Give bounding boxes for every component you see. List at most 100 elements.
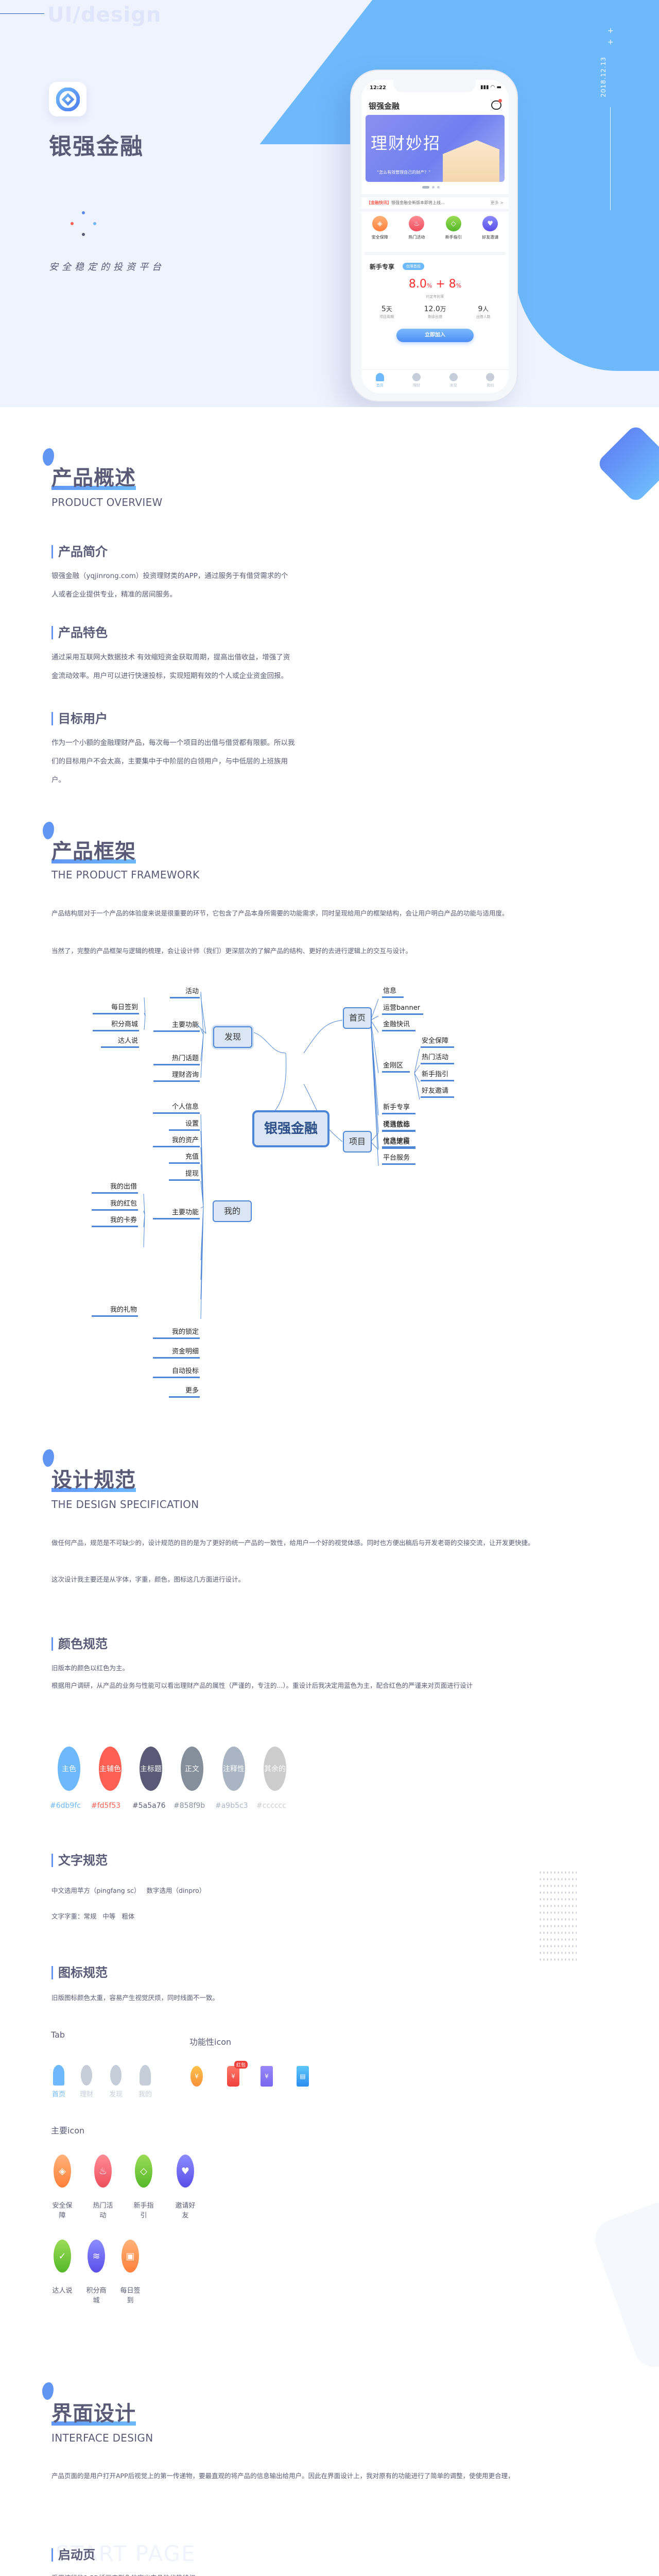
subsection-title-icon: 图标规范 bbox=[51, 1966, 108, 1979]
newbie-stats: 5天项目周期 12.0万剩余出借 9人出借人数 bbox=[365, 304, 506, 319]
banner-illustration bbox=[443, 140, 499, 182]
news-ticker[interactable]: 【金融快讯】银强金融全新版本即将上线... 更多 > bbox=[361, 194, 509, 212]
font-text-1: 中文选用苹方（pingfang sc） 数字选用（dinpro） bbox=[51, 1887, 206, 1894]
coupon-icon: ¥ bbox=[261, 2066, 273, 2087]
subsection-title-font: 文字规范 bbox=[51, 1854, 108, 1867]
news-tag: 【金融快讯】 bbox=[367, 200, 391, 205]
target-text: 作为一个小额的金融理财产品，每次每一个项目的出借与借贷都有限额。所以我们的目标用… bbox=[51, 739, 295, 784]
mindmap-leaf: 个人信息 bbox=[153, 1101, 200, 1114]
mindmap-leaf: 平台服务 bbox=[382, 1152, 415, 1165]
main-icon-checkin: ▣每日签到 bbox=[117, 2240, 143, 2304]
home-icon bbox=[375, 373, 384, 381]
user-icon bbox=[486, 373, 495, 381]
plus-mark: + bbox=[608, 38, 614, 46]
home-icon bbox=[53, 2065, 64, 2086]
icon-text: 旧版图标颜色太重，容易产生视觉厌烦，同时线面不一致。 bbox=[51, 1994, 219, 2002]
color-swatch-note: 注释性 bbox=[222, 1747, 245, 1791]
newbie-card: 新手专享 仅限首投 8.0% + 8% 约定年利率 5天项目周期 12.0万剩余… bbox=[365, 252, 506, 355]
news-more-link[interactable]: 更多 > bbox=[490, 200, 504, 205]
color-hex: #858f9b bbox=[174, 1802, 205, 1810]
mindmap-leaf: 运营banner bbox=[382, 1002, 423, 1015]
color-hex: #fd5f53 bbox=[91, 1802, 121, 1810]
vertical-rule bbox=[610, 107, 611, 210]
quick-entry-guide[interactable]: ◇ 新手指引 bbox=[438, 216, 469, 249]
color-swatch-secondary: 主辅色 bbox=[99, 1747, 122, 1791]
section-subtitle-framework: THE PRODUCT FRAMEWORK bbox=[51, 869, 200, 881]
start-text: 采用流行的2.5D插画来形象的突出产品的优势特权 bbox=[51, 2569, 566, 2576]
section-title-spec: 设计规范 bbox=[51, 1468, 136, 1492]
yuan-coin-icon: ¥ bbox=[190, 2066, 203, 2087]
mindmap-leaf: 提现 bbox=[169, 1168, 200, 1181]
quick-entry-hot[interactable]: ♨热门活动 bbox=[401, 216, 432, 249]
mindmap-leaf: 金刚区 bbox=[382, 1060, 410, 1073]
framework-text-1: 产品结构层对于一个产品的体验度来说是很重要的环节，它包含了产品本身所需要的功能需… bbox=[51, 909, 509, 917]
loading-dot bbox=[82, 211, 85, 214]
phone-screen: 12:22 ▮▮▮ ◠ ▬ 银强金融 ··· 理财妙招 “怎么有效管理自己的财产… bbox=[361, 80, 509, 393]
color-text-1: 旧版本的颜色以红色为主。 bbox=[51, 1664, 129, 1672]
spec-text-1: 做任何产品，规范是不可缺少的，设计规范的目的是为了更好的统一产品的一致性，给用户… bbox=[51, 1539, 534, 1547]
mindmap-leaf: 金融快讯 bbox=[382, 1019, 415, 1031]
mindmap-leaf: 资金明细 bbox=[153, 1346, 200, 1359]
shield-icon: ◈ bbox=[372, 216, 388, 231]
carousel-indicator[interactable] bbox=[422, 186, 440, 189]
status-icons: ▮▮▮ ◠ ▬ bbox=[480, 84, 501, 90]
status-time: 12:22 bbox=[370, 85, 386, 91]
hero-rule bbox=[0, 13, 44, 14]
decor-blob bbox=[42, 2382, 54, 2400]
mindmap-leaf: 信息披露 bbox=[382, 1135, 415, 1148]
tab-mine[interactable]: 我的 bbox=[486, 373, 495, 393]
slogan: 安全稳定的投资平台 bbox=[49, 262, 165, 273]
tab-bar: 首页 理财 发现 我的 bbox=[361, 369, 509, 393]
phone-notch bbox=[393, 80, 476, 92]
stat-period: 5天项目周期 bbox=[379, 305, 394, 319]
mindmap-leaf: 更多 bbox=[169, 1385, 200, 1398]
hero-watermark: UI/design bbox=[47, 3, 162, 27]
mindmap-node-discover: 发现 bbox=[213, 1026, 252, 1048]
join-now-button[interactable]: 立即加入 bbox=[396, 329, 474, 342]
mindmap-leaf: 设置 bbox=[169, 1118, 200, 1131]
rate-value: 8.0% + 8% bbox=[408, 278, 462, 291]
features-text: 通过采用互联网大数据技术 有效缩短资金获取周期，提高出借收益，增强了资金流动效率… bbox=[51, 653, 290, 680]
tag-icon: ◇ bbox=[445, 216, 461, 231]
plus-mark: + bbox=[608, 27, 614, 35]
tab-finance[interactable]: 理财 bbox=[412, 373, 421, 393]
quick-entry-security[interactable]: ◈安全保障 bbox=[365, 216, 395, 249]
color-swatch-title: 主标题 bbox=[140, 1747, 162, 1791]
chat-bubble-icon[interactable]: ··· bbox=[491, 99, 502, 110]
section-title-interface: 界面设计 bbox=[51, 2402, 136, 2426]
mindmap-leaf: 信息 bbox=[382, 985, 404, 998]
main-icons-label: 主要icon bbox=[51, 2126, 85, 2136]
quick-entry-invite[interactable]: ♥好友邀请 bbox=[475, 216, 506, 249]
promo-banner[interactable]: 理财妙招 “怎么有效管理自己的财产？” bbox=[366, 115, 505, 182]
user-heart-icon: ♥ bbox=[482, 216, 498, 231]
main-icon-guide: ◇新手指引 bbox=[131, 2155, 157, 2219]
tab-home[interactable]: 首页 bbox=[375, 373, 384, 393]
mindmap-leaf: 达人说 bbox=[101, 1035, 139, 1048]
subsection-title-start: 启动页 bbox=[51, 2548, 95, 2562]
mindmap-leaf: 理财咨询 bbox=[153, 1069, 200, 1082]
color-hex: #a9b5c3 bbox=[215, 1802, 248, 1810]
hero-section: UI/design 银强金融 安全稳定的投资平台 + + 2018.12.13 … bbox=[0, 0, 659, 407]
mindmap-leaf: 安全保障 bbox=[421, 1035, 454, 1048]
decor-blob bbox=[43, 822, 54, 839]
mindmap-node-project: 项目 bbox=[343, 1131, 372, 1153]
interface-text: 产品页面的是用户打开APP后视觉上的第一传递物，要最直观的将产品的信息输出给用户… bbox=[51, 2472, 514, 2480]
coins-stack-icon: ≋ bbox=[88, 2240, 105, 2273]
coin-icon bbox=[412, 373, 421, 381]
date-label: 2018.12.13 bbox=[600, 57, 607, 97]
newbie-title: 新手专享 bbox=[370, 263, 395, 270]
subsection-title-features: 产品特色 bbox=[51, 626, 108, 639]
color-hex: #6db9fc bbox=[50, 1802, 81, 1810]
quick-entry-label: 新手指引 bbox=[445, 235, 462, 240]
compass-icon bbox=[110, 2065, 122, 2086]
color-hex: #cccccc bbox=[256, 1802, 286, 1810]
mindmap-leaf: 我的礼物 bbox=[92, 1304, 138, 1317]
mindmap-leaf: 积分商城 bbox=[93, 1019, 139, 1031]
loading-dot bbox=[71, 222, 74, 225]
tab-icon-discover: 发现 bbox=[108, 2065, 124, 2098]
calendar-check-icon: ▣ bbox=[122, 2240, 139, 2273]
tab-discover[interactable]: 发现 bbox=[449, 373, 458, 393]
color-swatch-body: 正文 bbox=[181, 1747, 203, 1791]
color-swatch-other: 其余的 bbox=[264, 1747, 286, 1791]
mindmap-leaf: 热门话题 bbox=[153, 1053, 200, 1065]
